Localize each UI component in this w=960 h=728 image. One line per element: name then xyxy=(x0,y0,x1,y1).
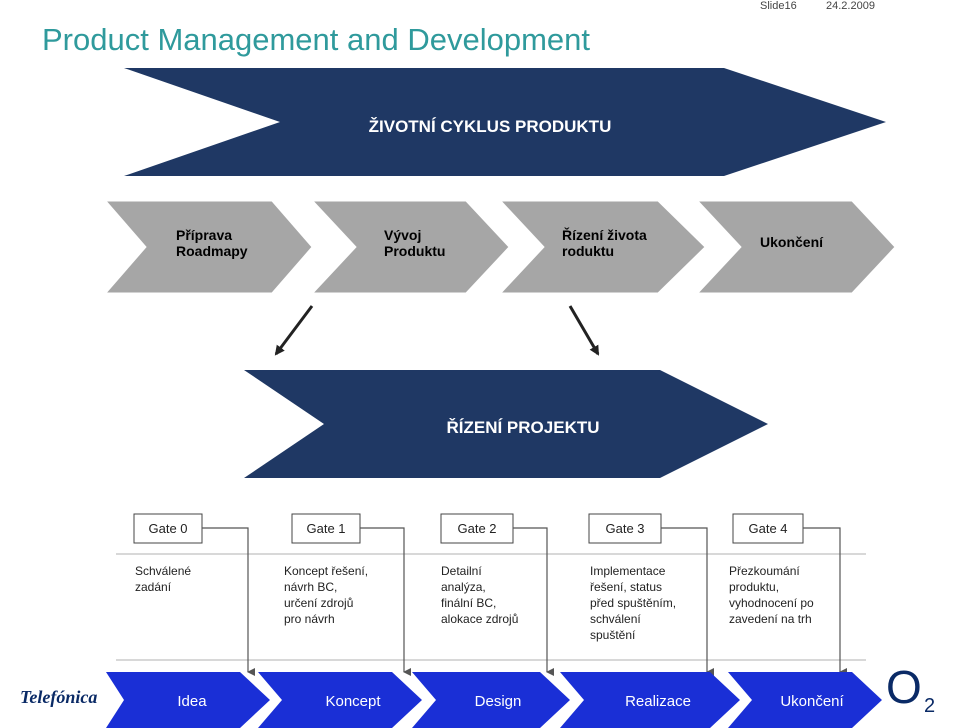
gate-1: Gate 1 Koncept řešení, návrh BC, určení … xyxy=(284,513,411,676)
gate-description-line: pro návrh xyxy=(284,612,335,626)
stage-idea: Idea xyxy=(106,672,270,728)
gate-description-line: schválení xyxy=(590,612,641,626)
gate-label: Gate 4 xyxy=(748,521,787,536)
project-banner-label: ŘÍZENÍ PROJEKTU xyxy=(446,418,599,437)
slide-number: Slide16 xyxy=(760,0,797,12)
gate-label: Gate 0 xyxy=(148,521,187,536)
slide-date: 24.2.2009 xyxy=(826,0,875,12)
stage-ukonceni: Ukončení xyxy=(728,672,882,728)
gate-description-line: alokace zdrojů xyxy=(441,612,518,626)
stage-realizace: Realizace xyxy=(560,672,740,728)
gate-description-line: Implementace xyxy=(590,564,666,578)
telefonica-logo-text: Telefónica xyxy=(20,687,97,707)
phase-ukonceni: Ukončení xyxy=(696,200,896,294)
stage-label: Idea xyxy=(177,693,207,710)
gate-description-line: Schválené xyxy=(135,564,191,578)
stage-koncept: Koncept xyxy=(258,672,422,728)
gate-label: Gate 1 xyxy=(306,521,345,536)
project-banner: ŘÍZENÍ PROJEKTU xyxy=(244,370,768,478)
phase-rizeni-zivota: Řízení života roduktu xyxy=(499,200,706,294)
stage-label: Design xyxy=(475,693,522,710)
gate-description-line: analýza, xyxy=(441,580,486,594)
gate-description-line: vyhodnocení po xyxy=(729,596,814,610)
phase-label-line2: Roadmapy xyxy=(176,243,248,259)
gate-description-line: produktu, xyxy=(729,580,779,594)
telefonica-logo: Telefónica xyxy=(20,687,97,707)
o2-logo-main: O xyxy=(886,661,922,713)
stage-label: Koncept xyxy=(325,693,381,710)
phase-label-line1: Vývoj xyxy=(384,227,421,243)
gate-2: Gate 2 Detailní analýza, finální BC, alo… xyxy=(440,513,554,676)
gate-description-line: zavedení na trh xyxy=(729,612,812,626)
phase-label-line1: Řízení života xyxy=(562,226,647,243)
lifecycle-phases: Příprava Roadmapy Vývoj Produktu Řízení … xyxy=(104,200,896,294)
stage-arrows: Idea Koncept Design Realizace Ukončení xyxy=(106,672,882,728)
gate-description-line: Přezkoumání xyxy=(729,564,800,578)
arrow-left xyxy=(274,305,314,356)
phase-priprava: Příprava Roadmapy xyxy=(104,200,313,294)
phase-vyvoj: Vývoj Produktu xyxy=(311,200,510,294)
gate-description-line: návrh BC, xyxy=(284,580,337,594)
gate-description-line: řešení, status xyxy=(590,580,662,594)
phase-label-line1: Ukončení xyxy=(760,234,824,250)
phase-label-line2: Produktu xyxy=(384,243,445,259)
gate-description-line: spuštění xyxy=(590,628,636,642)
gate-description-line: před spuštěním, xyxy=(590,596,676,610)
stage-label: Realizace xyxy=(625,693,691,710)
gate-description-line: finální BC, xyxy=(441,596,496,610)
phase-label-line1: Příprava xyxy=(176,227,232,243)
lifecycle-banner: ŽIVOTNÍ CYKLUS PRODUKTU xyxy=(124,68,886,176)
lifecycle-banner-label: ŽIVOTNÍ CYKLUS PRODUKTU xyxy=(369,117,612,136)
arrow-right xyxy=(568,305,600,356)
gate-description-line: Detailní xyxy=(441,564,482,578)
o2-logo-sub: 2 xyxy=(924,695,935,717)
page-title: Product Management and Development xyxy=(42,22,590,57)
gate-label: Gate 3 xyxy=(605,521,644,536)
gate-description-line: zadání xyxy=(135,580,172,594)
gate-0: Gate 0 Schválené zadání xyxy=(133,513,255,676)
o2-logo: O 2 xyxy=(886,661,935,717)
gate-description-line: určení zdrojů xyxy=(284,596,353,610)
phase-label-line2: roduktu xyxy=(562,243,614,259)
gate-4: Gate 4 Přezkoumání produktu, vyhodnocení… xyxy=(729,513,847,676)
gate-3: Gate 3 Implementace řešení, status před … xyxy=(588,513,714,676)
stage-label: Ukončení xyxy=(780,693,844,710)
gate-label: Gate 2 xyxy=(457,521,496,536)
gate-description-line: Koncept řešení, xyxy=(284,564,368,578)
stage-design: Design xyxy=(412,672,570,728)
